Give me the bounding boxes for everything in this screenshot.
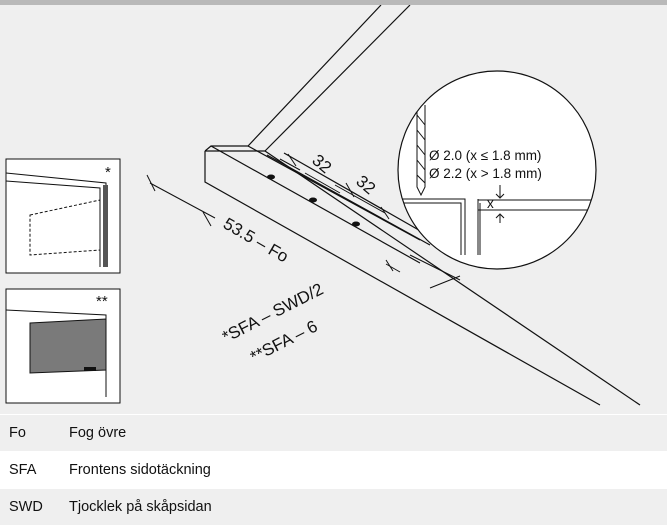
legend-table: Fo Fog övre SFA Frontens sidotäckning SW… [0,414,667,525]
drill-size-small: Ø 2.0 (x ≤ 1.8 mm) [429,148,541,163]
legend-description: Fog övre [69,425,127,441]
zoom-detail: Ø 2.0 (x ≤ 1.8 mm) Ø 2.2 (x > 1.8 mm) x [397,70,597,270]
marker-single: * [105,164,111,181]
thumbnail-single-overlay: * [5,158,121,274]
legend-row: Fo Fog övre [0,414,667,451]
top-border [0,0,667,5]
cabinet-panel [204,5,641,406]
thickness-x-label: x [487,196,494,211]
thumbnail-double-overlay: ** [5,288,121,404]
legend-row: SFA Frontens sidotäckning [0,451,667,488]
dimension-edge-offset: 53.5 – Fo [220,214,292,266]
legend-abbr: SFA [9,462,37,478]
legend-description: Frontens sidotäckning [69,462,211,478]
drill-size-large: Ø 2.2 (x > 1.8 mm) [429,166,542,181]
legend-abbr: Fo [9,425,26,441]
dimension-lines [146,153,461,289]
assembly-diagram: 32 32 53.5 – Fo *SFA – SWD/2 **SFA – 6 Ø [0,5,667,414]
hole-marker [267,174,275,180]
hole-markers [267,174,360,227]
dimension-spacing-1: 32 [308,151,335,178]
legend-description: Tjocklek på skåpsidan [69,499,212,515]
hole-marker [309,197,317,203]
diagram-svg: 32 32 53.5 – Fo *SFA – SWD/2 **SFA – 6 Ø [5,5,641,406]
legend-row: SWD Tjocklek på skåpsidan [0,488,667,525]
marker-double: ** [96,293,108,310]
hole-marker [352,221,360,227]
legend-abbr: SWD [9,499,43,515]
